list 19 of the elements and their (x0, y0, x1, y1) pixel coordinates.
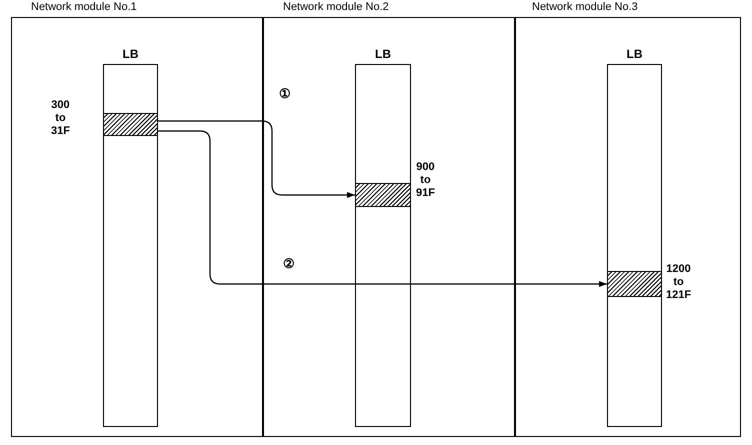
arrow (158, 120, 355, 198)
bar-heading: LB (626, 47, 644, 61)
module-panel (11, 0, 263, 437)
module-panel (515, 0, 741, 437)
edge-label: ② (282, 257, 296, 271)
hatched-segment (103, 113, 158, 136)
hatched-segment (607, 271, 662, 297)
address-range-label: 900 to 91F (416, 161, 435, 200)
module-heading: Network module No.1 (31, 1, 137, 13)
module-panel (263, 0, 515, 437)
module-heading: Network module No.2 (283, 1, 389, 13)
hatched-segment (355, 183, 411, 207)
module-heading: Network module No.3 (532, 1, 638, 13)
bar-heading: LB (122, 47, 140, 61)
address-range-label: 300 to 31F (51, 99, 70, 138)
bar-heading: LB (374, 47, 392, 61)
address-range-label: 1200 to 121F (666, 263, 692, 302)
arrow (158, 130, 607, 287)
edge-label: ① (278, 87, 292, 101)
